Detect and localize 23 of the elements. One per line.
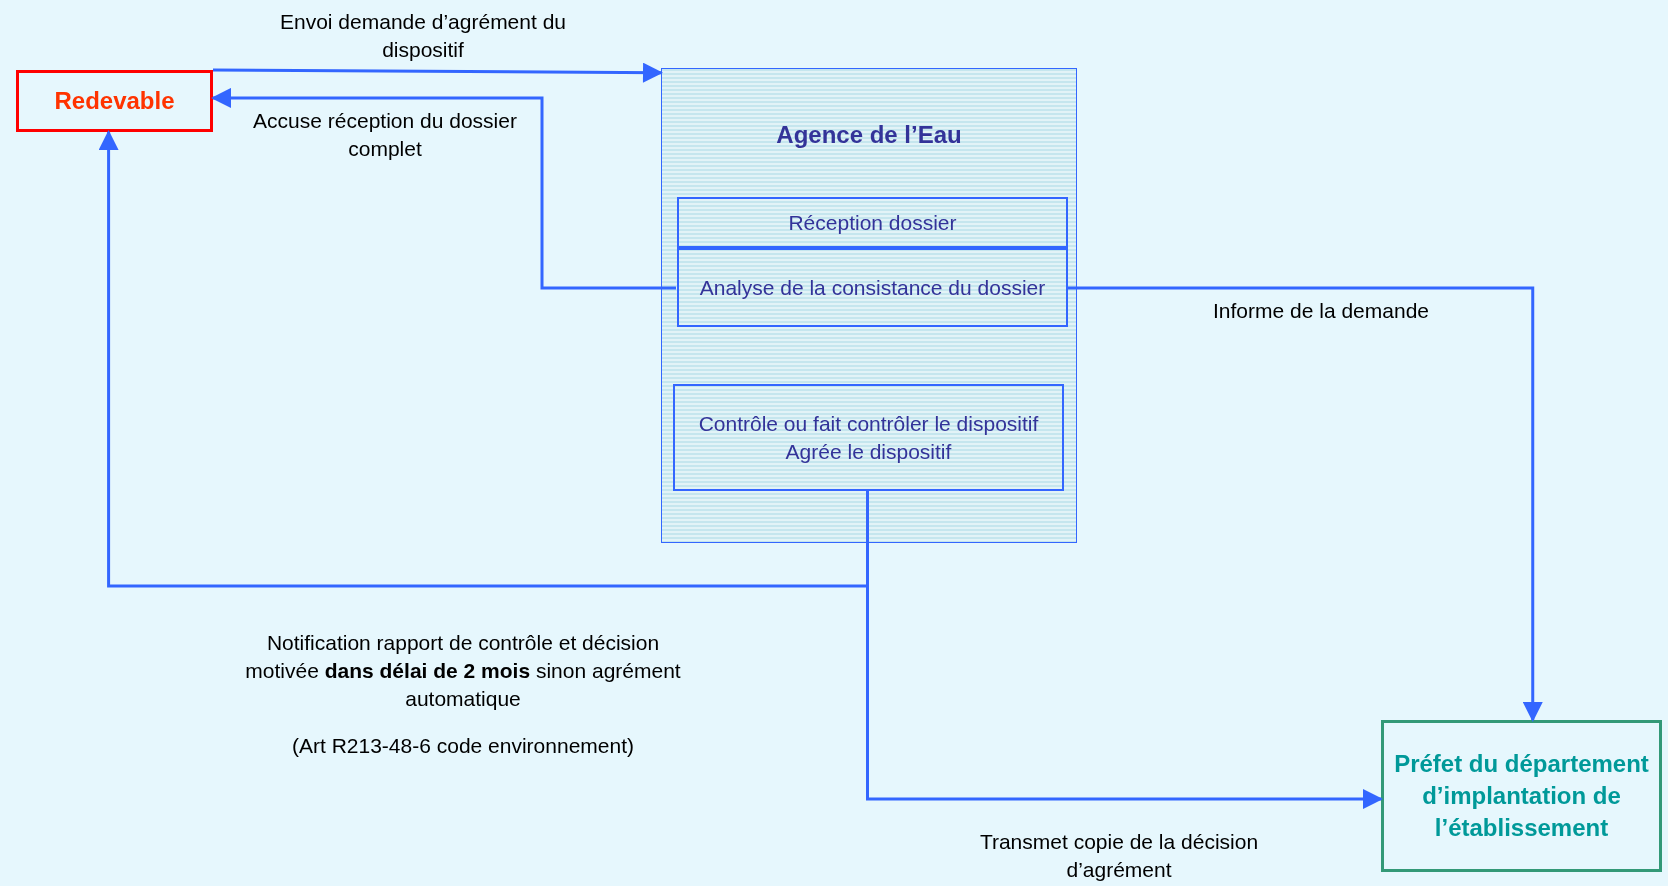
node-text: Redevable: [54, 87, 175, 115]
authority-box: [1381, 720, 1662, 872]
edge-label: Envoi demande d’agrément du dispositif: [279, 9, 567, 63]
node-text: Réception dossier: [788, 209, 957, 236]
edge-label: Transmet copie de la décision d’agrément: [978, 829, 1260, 883]
process-box: [677, 197, 1068, 248]
connector-arrow: [98, 130, 869, 588]
agency-panel: [661, 68, 1077, 543]
connector-arrow: [213, 62, 663, 83]
node-text: Préfet du département d’implantation de l’établissement: [1393, 749, 1650, 843]
edge-label: Accuse réception du dossier complet: [252, 108, 518, 162]
connector-arrow: [1067, 286, 1543, 722]
node-text: Agrée le dispositif: [785, 438, 952, 465]
edge-label: Informe de la demande: [1212, 298, 1430, 324]
note-text: (Art R213-48-6 code environnement): [291, 733, 635, 759]
node-text: Analyse de la consistance du dossier: [699, 274, 1046, 301]
edge-label: Notification rapport de contrôle et décision motivée dans délai de 2 mois sinon agrément automatique: [244, 630, 682, 712]
actor-box: [16, 70, 213, 132]
panel-title: Agence de l’Eau: [776, 121, 962, 149]
node-text: Contrôle ou fait contrôler le dispositif: [698, 410, 1039, 437]
connector-arrow: [211, 87, 676, 290]
process-box: [677, 248, 1068, 327]
process-box: [673, 384, 1064, 491]
